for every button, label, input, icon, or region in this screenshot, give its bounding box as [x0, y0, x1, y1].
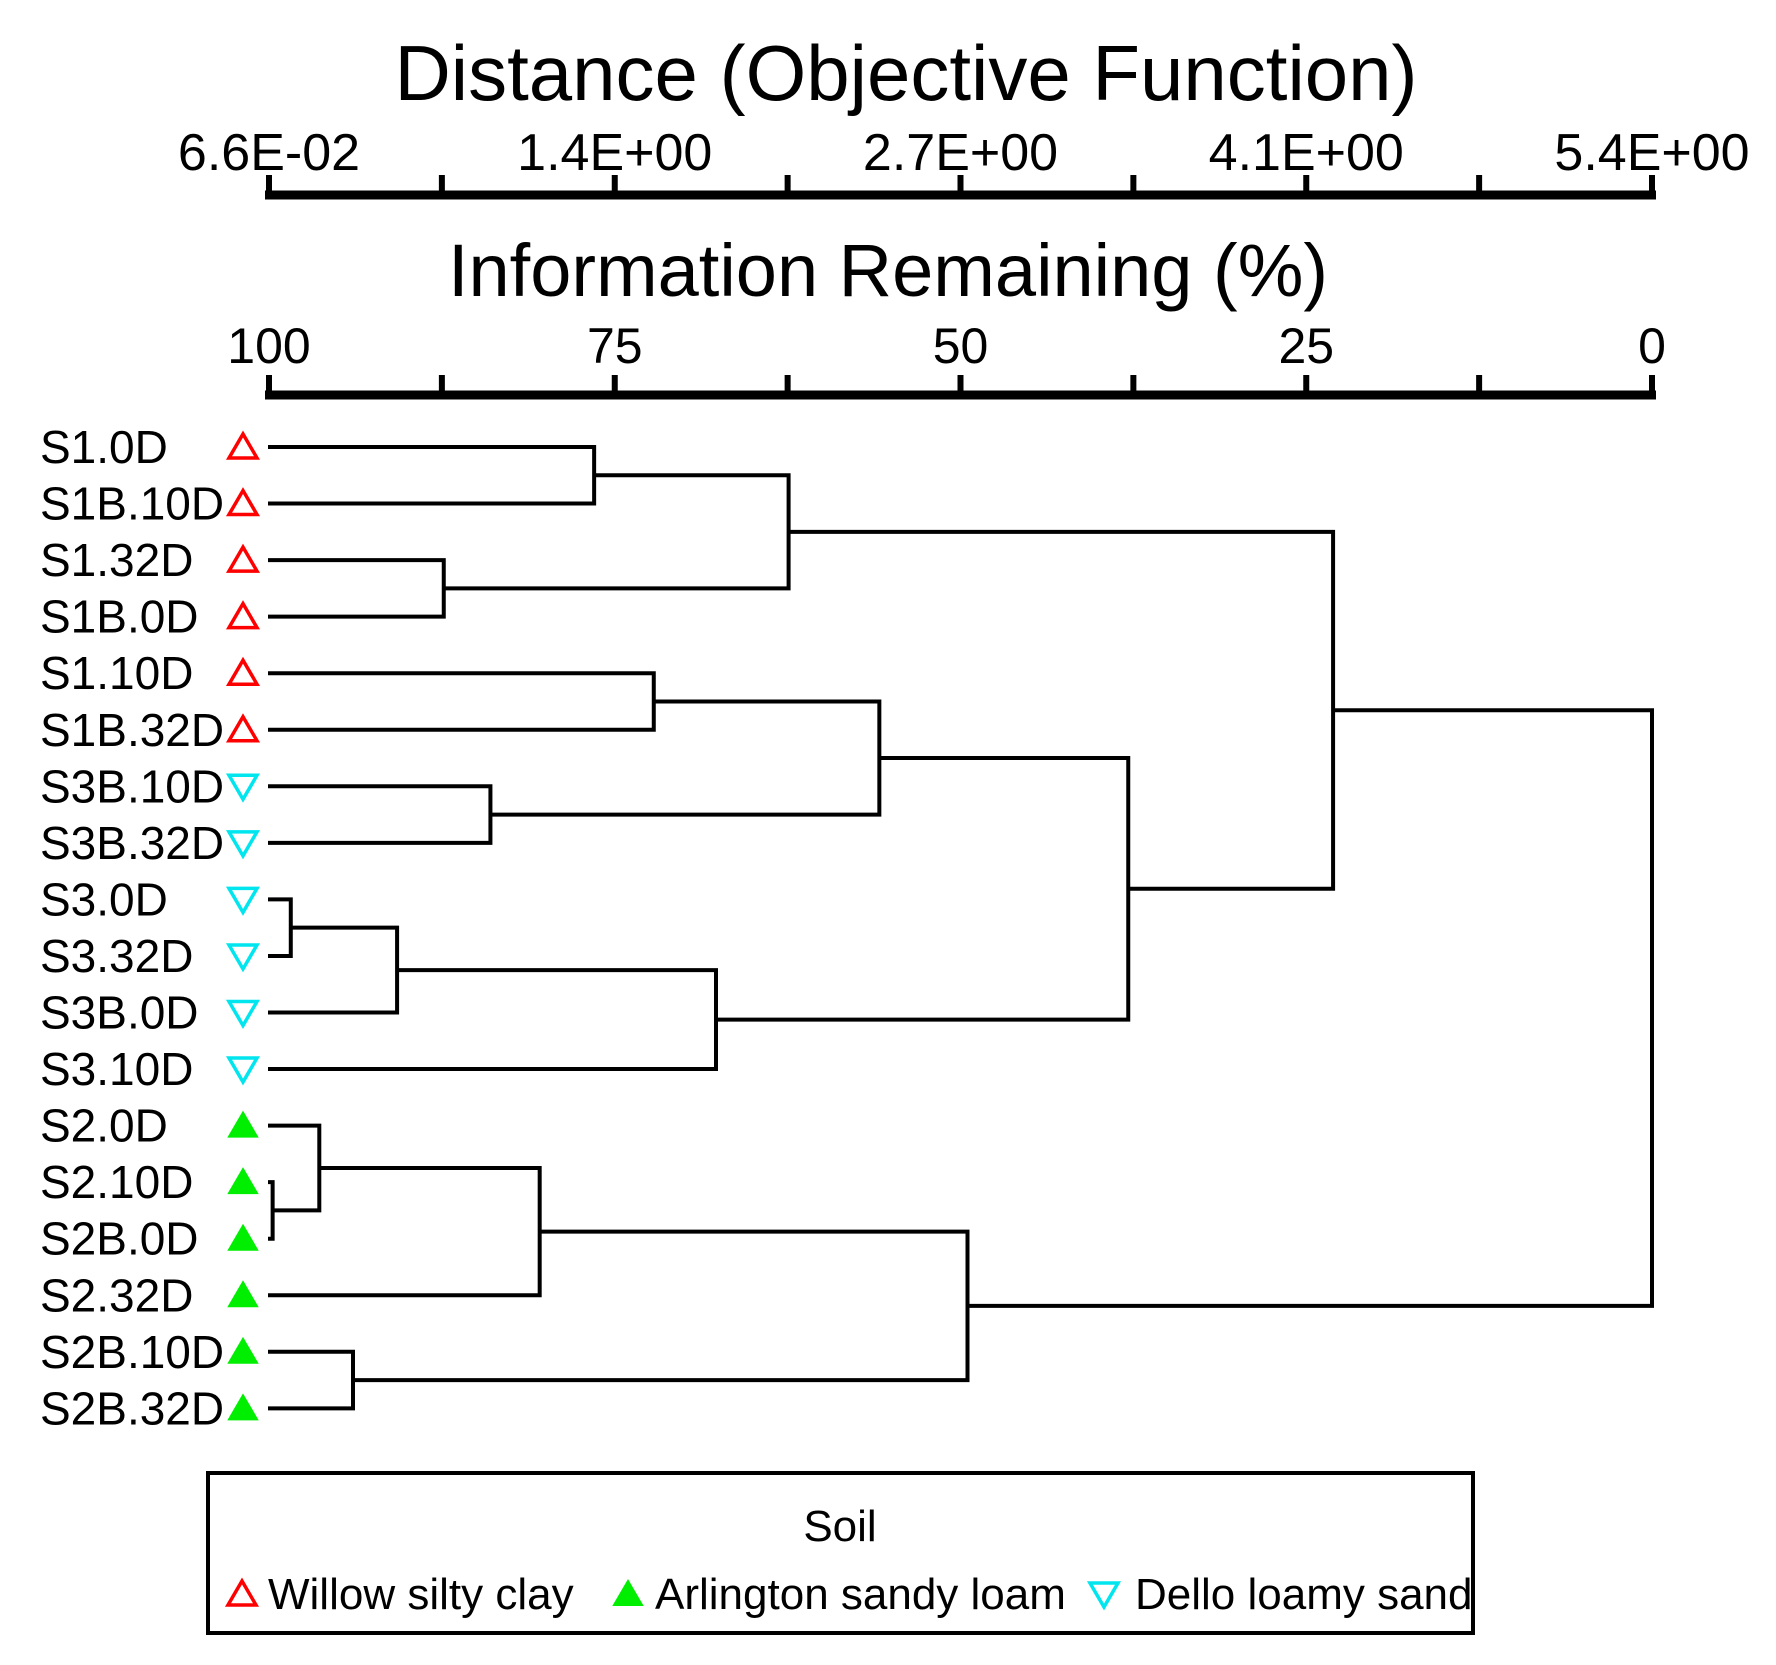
- triangle-up-open-icon: [225, 487, 261, 517]
- leaf-label: S1.32D: [40, 534, 193, 586]
- triangle-up-filled-icon: [227, 1110, 259, 1138]
- leaf-label: S3B.0D: [40, 987, 199, 1039]
- distance-axis: 6.6E-02 1.4E+00 2.7E+00 4.1E+00 5.4E+00: [178, 124, 1750, 200]
- information-axis: 100 75 50 25 0: [227, 318, 1666, 400]
- leaf-label: S2.10D: [40, 1156, 193, 1208]
- triangle-up-open-icon: [225, 543, 261, 573]
- triangle-up-filled-icon: [227, 1280, 259, 1308]
- axis-tick-label: 75: [587, 318, 643, 374]
- dendrogram-link: [268, 968, 718, 1072]
- dendrogram-link: [967, 708, 1654, 1308]
- triangle-up-filled-icon: [612, 1579, 644, 1606]
- leaf-label: S1.0D: [40, 421, 168, 473]
- axis-tick-label: 2.7E+00: [863, 124, 1058, 182]
- triangle-up-open-icon: [225, 656, 261, 686]
- dendrogram-link: [715, 756, 1131, 1022]
- triangle-up-filled-icon: [227, 1336, 259, 1364]
- leaf-labels: S1.0DS1B.10DS1.32DS1B.0DS1.10DS1B.32DS3B…: [40, 421, 261, 1434]
- axis-tick-label: 25: [1278, 318, 1334, 374]
- leaf-label: S1B.10D: [40, 478, 224, 530]
- dendrogram-link: [353, 1229, 970, 1383]
- triangle-up-open-icon: [224, 1577, 260, 1607]
- legend-item-label: Dello loamy sand: [1135, 1570, 1473, 1619]
- dendrogram-link: [268, 925, 400, 1015]
- information-axis-title: Information Remaining (%): [448, 229, 1328, 312]
- leaf-label: S1.10D: [40, 647, 193, 699]
- distance-axis-title: Distance (Objective Function): [394, 29, 1417, 117]
- leaf-label: S3B.10D: [40, 760, 224, 812]
- triangle-down-open-icon: [225, 886, 261, 916]
- axis-tick-label: 50: [933, 318, 989, 374]
- triangle-down-open-icon: [1086, 1581, 1122, 1611]
- legend-item-label: Arlington sandy loam: [655, 1570, 1066, 1619]
- axis-tick-label: 4.1E+00: [1209, 124, 1404, 182]
- dendrogram-link: [268, 897, 293, 958]
- triangle-down-open-icon: [225, 999, 261, 1029]
- axis-tick-label: 6.6E-02: [178, 124, 360, 182]
- legend-item-label: Willow silty clay: [268, 1570, 574, 1619]
- leaf-label: S3B.32D: [40, 817, 224, 869]
- dendrogram-link: [268, 558, 446, 619]
- leaf-label: S1B.32D: [40, 704, 224, 756]
- triangle-down-open-icon: [225, 1056, 261, 1086]
- leaf-label: S2B.0D: [40, 1213, 199, 1265]
- triangle-up-filled-icon: [227, 1223, 259, 1251]
- triangle-down-open-icon: [225, 943, 261, 973]
- leaf-label: S2.0D: [40, 1100, 168, 1152]
- triangle-up-open-icon: [225, 430, 261, 460]
- triangle-up-filled-icon: [227, 1393, 259, 1421]
- leaf-label: S3.32D: [40, 930, 193, 982]
- legend-title: Soil: [803, 1502, 876, 1551]
- axis-tick-label: 100: [227, 318, 310, 374]
- triangle-up-filled-icon: [227, 1167, 259, 1195]
- triangle-up-open-icon: [225, 600, 261, 630]
- triangle-down-open-icon: [225, 773, 261, 803]
- dendrogram-link: [268, 1349, 356, 1411]
- leaf-label: S2B.32D: [40, 1382, 224, 1434]
- dendrogram-link: [268, 445, 597, 506]
- dendrogram-link: [268, 1166, 542, 1298]
- triangle-up-open-icon: [225, 713, 261, 743]
- legend-box: [206, 1471, 1475, 1635]
- axis-tick-label: 5.4E+00: [1554, 124, 1749, 182]
- triangle-down-open-icon: [225, 830, 261, 860]
- leaf-label: S1B.0D: [40, 591, 199, 643]
- leaf-label: S3.0D: [40, 873, 168, 925]
- leaf-label: S3.10D: [40, 1043, 193, 1095]
- dendrogram-link: [268, 1180, 275, 1241]
- dendrogram-link: [268, 671, 656, 732]
- axis-tick-label: 0: [1638, 318, 1666, 374]
- legend: Soil Willow silty clay Arlington sandy lo…: [206, 1471, 1475, 1635]
- dendrogram-link: [788, 529, 1336, 891]
- dendrogram-link: [268, 784, 493, 845]
- axis-tick-label: 1.4E+00: [517, 124, 712, 182]
- dendrogram-link: [490, 699, 882, 817]
- dendrogram-tree: [268, 445, 1654, 1411]
- legend-items: Willow silty clay Arlington sandy loam Del…: [224, 1570, 1473, 1619]
- dendrogram-link: [268, 1123, 322, 1213]
- leaf-label: S2B.10D: [40, 1326, 224, 1378]
- dendrogram-link: [443, 473, 791, 591]
- leaf-label: S2.32D: [40, 1269, 193, 1321]
